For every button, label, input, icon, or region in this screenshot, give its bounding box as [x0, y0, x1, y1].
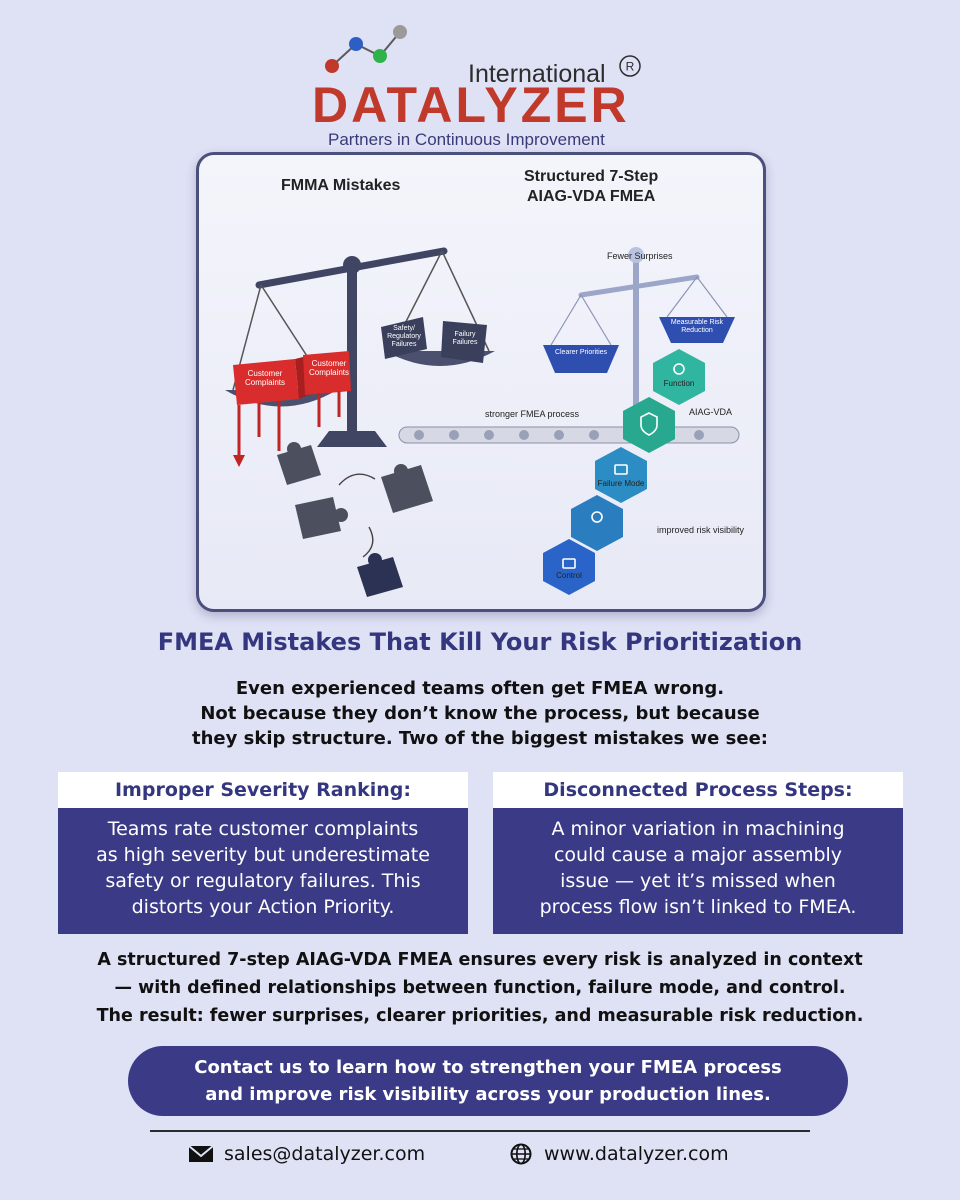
logo-wordmark: DATALYZER — [312, 77, 630, 133]
footer-divider — [150, 1130, 810, 1132]
hex-failure-mode-label: Failure Mode — [597, 479, 645, 488]
left-heading: FMMA Mistakes — [281, 177, 401, 194]
safety-failures-label: Safety/ Regulatory Failures — [387, 325, 421, 348]
logo-international: International — [468, 60, 606, 88]
right-heading: Structured 7-Step AIAG-VDA FMEA — [524, 168, 659, 205]
registered-mark: R — [619, 55, 641, 77]
email-link[interactable]: sales@datalyzer.com — [188, 1139, 425, 1169]
severity-ranking-card: Improper Severity Ranking: Teams rate cu… — [58, 772, 468, 934]
molecule-logo-icon — [325, 25, 407, 73]
summary-text: A structured 7-step AIAG-VDA FMEA ensure… — [96, 950, 864, 1026]
hex-control-label: Control — [556, 571, 582, 580]
envelope-icon — [188, 1145, 214, 1162]
card-body: A minor variation in machining could cau… — [539, 818, 857, 918]
illustration-artwork — [225, 247, 740, 597]
fewer-surprises-label: Fewer Surprises — [607, 251, 673, 261]
stronger-process-label: stronger FMEA process — [485, 409, 580, 419]
hex-function-label: Function — [663, 379, 695, 388]
website-text: www.datalyzer.com — [544, 1143, 729, 1165]
contact-cta-banner[interactable]: Contact us to learn how to strengthen yo… — [128, 1046, 848, 1116]
intro-text: Even experienced teams often get FMEA wr… — [192, 678, 768, 749]
customer-complaints-label-b: Customer Complaints — [308, 359, 349, 377]
card-title: Improper Severity Ranking: — [58, 772, 468, 808]
globe-icon — [510, 1143, 532, 1165]
measurable-risk-reduction-label: Measurable Risk Reduction — [670, 319, 724, 334]
customer-complaints-label-a: Customer Complaints — [244, 369, 285, 387]
aiag-vda-label: AIAG-VDA — [689, 407, 733, 417]
clearer-priorities-label: Clearer Priorities — [554, 349, 608, 356]
process-steps-card: Disconnected Process Steps: A minor vari… — [493, 772, 903, 934]
website-link[interactable]: www.datalyzer.com — [508, 1139, 729, 1169]
page-headline: FMEA Mistakes That Kill Your Risk Priori… — [157, 628, 803, 656]
logo-tagline: Partners in Continuous Improvement — [328, 130, 605, 149]
fmea-illustration: FMMA Mistakes Structured 7-Step AIAG-VDA… — [196, 152, 766, 612]
failury-failures-label: Failury Failures — [452, 331, 478, 346]
improved-visibility-label: improved risk visibility — [657, 525, 745, 535]
email-text: sales@datalyzer.com — [224, 1143, 426, 1165]
datalyzer-logo: International R DATALYZER Partners in Co… — [310, 18, 650, 149]
svg-text:R: R — [626, 60, 635, 74]
card-title: Disconnected Process Steps: — [493, 772, 903, 808]
card-body: Teams rate customer complaints as high s… — [96, 818, 430, 918]
